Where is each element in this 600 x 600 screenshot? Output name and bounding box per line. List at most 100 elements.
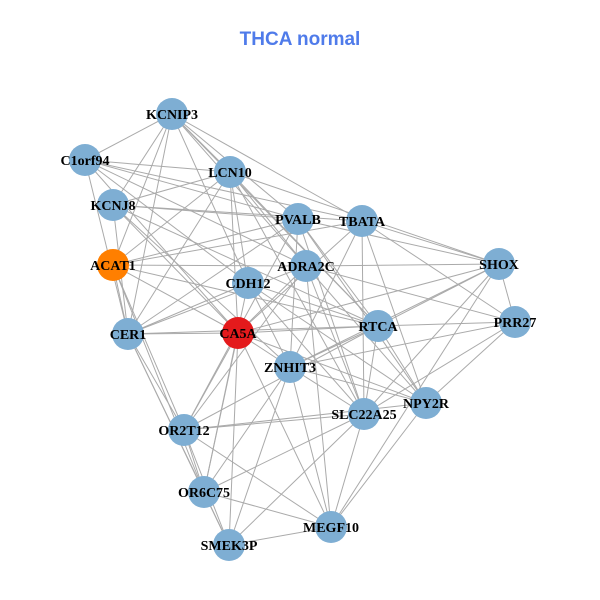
- edge-pvalb-npy2r: [297, 218, 427, 404]
- edge-acat1-adra2c: [112, 264, 307, 267]
- figure-title: THCA normal: [239, 29, 361, 50]
- node-circle: [97, 189, 129, 221]
- edge-lcn10-adra2c: [229, 171, 307, 267]
- edge-c1orf94-cdh12: [84, 159, 249, 284]
- edge-shox-znhit3: [289, 263, 500, 368]
- edge-adra2c-megf10: [305, 265, 332, 528]
- edge-pvalb-znhit3: [289, 218, 299, 368]
- edge-prr27-znhit3: [289, 321, 516, 368]
- edge-cdh12-rtca: [247, 282, 379, 327]
- edge-cdh12-slc22a25: [247, 282, 365, 415]
- node-znhit3[interactable]: ZNHIT3: [264, 351, 316, 383]
- edge-pvalb-slc22a25: [297, 218, 365, 415]
- edge-lcn10-cdh12: [229, 171, 249, 284]
- node-ca5a[interactable]: CA5A: [219, 317, 258, 349]
- edge-kcnj8-tbata: [112, 204, 363, 222]
- node-smek3p[interactable]: SMEK3P: [201, 529, 258, 561]
- node-label: ADRA2C: [277, 260, 335, 275]
- edge-kcnj8-ca5a: [112, 204, 239, 334]
- node-label: CDH12: [225, 277, 270, 292]
- edge-tbata-znhit3: [289, 220, 363, 368]
- node-kcnip3[interactable]: KCNIP3: [146, 98, 198, 130]
- node-label: PVALB: [275, 213, 321, 228]
- node-circle: [214, 156, 246, 188]
- node-label: LCN10: [208, 166, 252, 181]
- edge-smek3p-megf10: [228, 526, 332, 546]
- node-acat1[interactable]: ACAT1: [90, 249, 136, 281]
- edge-rtca-prr27: [377, 321, 516, 327]
- node-circle: [188, 476, 220, 508]
- edge-lcn10-slc22a25: [229, 171, 365, 415]
- edge-lcn10-rtca: [229, 171, 379, 327]
- node-kcnj8[interactable]: KCNJ8: [90, 189, 136, 221]
- node-pvalb[interactable]: PVALB: [275, 203, 321, 235]
- node-circle: [410, 387, 442, 419]
- edge-slc22a25-or2t12: [183, 413, 365, 431]
- node-label: KCNIP3: [146, 108, 198, 123]
- edge-acat1-ca5a: [112, 264, 239, 334]
- edge-kcnip3-cdh12: [171, 113, 249, 284]
- node-npy2r[interactable]: NPY2R: [403, 387, 450, 419]
- node-prr27[interactable]: PRR27: [494, 306, 537, 338]
- node-circle: [69, 144, 101, 176]
- edge-lcn10-acat1: [112, 171, 231, 266]
- node-tbata[interactable]: TBATA: [339, 205, 386, 237]
- edge-pvalb-shox: [297, 218, 500, 265]
- node-label: OR6C75: [178, 486, 230, 501]
- edge-tbata-slc22a25: [361, 220, 365, 415]
- edge-ca5a-or2t12: [183, 332, 239, 431]
- edge-acat1-or2t12: [112, 264, 185, 431]
- node-cdh12[interactable]: CDH12: [225, 267, 271, 299]
- edge-pvalb-cer1: [127, 218, 299, 335]
- edge-kcnip3-kcnj8: [112, 113, 173, 206]
- node-circle: [213, 529, 245, 561]
- node-circle: [348, 398, 380, 430]
- node-or6c75[interactable]: OR6C75: [178, 476, 230, 508]
- node-circle: [362, 310, 394, 342]
- edge-c1orf94-tbata: [84, 159, 363, 222]
- edge-znhit3-megf10: [289, 366, 332, 528]
- node-or2t12[interactable]: OR2T12: [158, 414, 210, 446]
- node-megf10[interactable]: MEGF10: [303, 511, 359, 543]
- edge-adra2c-shox: [305, 263, 500, 267]
- node-circle: [290, 250, 322, 282]
- edge-tbata-shox: [361, 220, 500, 265]
- edges-layer: [84, 113, 516, 546]
- node-c1orf94[interactable]: C1orf94: [61, 144, 110, 176]
- edge-npy2r-or2t12: [183, 402, 427, 431]
- edge-adra2c-slc22a25: [305, 265, 365, 415]
- edge-c1orf94-cer1: [84, 159, 129, 335]
- edge-ca5a-smek3p: [228, 332, 239, 546]
- node-rtca[interactable]: RTCA: [358, 310, 398, 342]
- node-label: RTCA: [358, 320, 398, 335]
- edge-znhit3-npy2r: [289, 366, 427, 404]
- node-label: ACAT1: [90, 259, 136, 274]
- edge-kcnip3-acat1: [112, 113, 173, 266]
- node-label: SLC22A25: [331, 408, 396, 423]
- node-circle: [499, 306, 531, 338]
- node-circle: [97, 249, 129, 281]
- edge-slc22a25-or6c75: [203, 413, 365, 493]
- node-slc22a25[interactable]: SLC22A25: [331, 398, 397, 430]
- node-circle: [112, 318, 144, 350]
- node-label: ZNHIT3: [264, 361, 316, 376]
- node-circle: [483, 248, 515, 280]
- node-label: OR2T12: [158, 424, 209, 439]
- node-label: KCNJ8: [90, 199, 135, 214]
- node-shox[interactable]: SHOX: [479, 248, 519, 280]
- edge-acat1-or6c75: [112, 264, 205, 493]
- node-label: PRR27: [494, 316, 537, 331]
- edge-tbata-prr27: [361, 220, 516, 323]
- node-cer1[interactable]: CER1: [110, 318, 147, 350]
- node-adra2c[interactable]: ADRA2C: [277, 250, 335, 282]
- edge-prr27-npy2r: [425, 321, 516, 404]
- node-circle: [222, 317, 254, 349]
- node-circle: [156, 98, 188, 130]
- node-lcn10[interactable]: LCN10: [208, 156, 252, 188]
- edge-slc22a25-smek3p: [228, 413, 365, 546]
- edge-cdh12-npy2r: [247, 282, 427, 404]
- edge-znhit3-or6c75: [203, 366, 291, 493]
- edge-or2t12-megf10: [183, 429, 332, 528]
- edge-ca5a-npy2r: [237, 332, 427, 404]
